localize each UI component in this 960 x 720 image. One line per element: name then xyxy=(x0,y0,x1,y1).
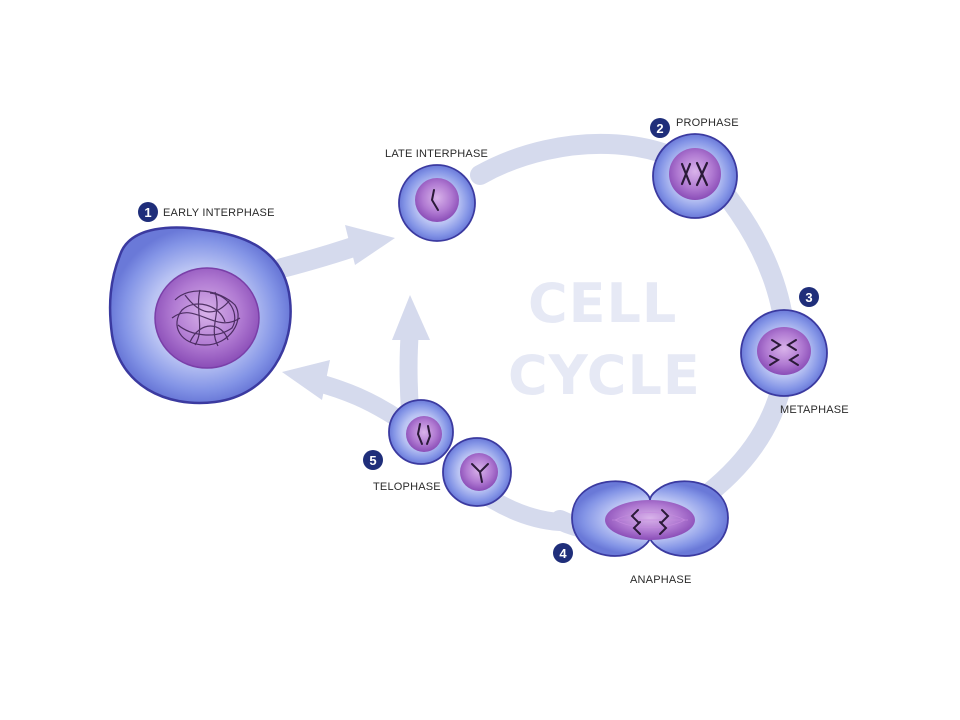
arrow-to-early-interphase xyxy=(282,360,409,429)
badge-1-number: 1 xyxy=(144,205,151,220)
cycle-arc xyxy=(470,133,796,541)
badge-5-number: 5 xyxy=(369,453,376,468)
badge-stage-4: 4 xyxy=(553,543,573,563)
label-late-interphase: LATE INTERPHASE xyxy=(385,148,488,160)
label-anaphase: ANAPHASE xyxy=(630,574,692,586)
cycle-ring xyxy=(470,133,796,541)
arrow-up-from-telophase xyxy=(392,295,430,419)
cell-early-interphase xyxy=(108,226,292,405)
badge-2-number: 2 xyxy=(656,121,663,136)
badge-stage-5: 5 xyxy=(363,450,383,470)
chromatin-tangle xyxy=(171,289,241,347)
label-early-interphase: EARLY INTERPHASE xyxy=(163,207,275,219)
cell-prophase xyxy=(652,133,738,219)
cell-telophase-b xyxy=(442,437,512,507)
cell-late-interphase xyxy=(398,164,476,242)
label-metaphase: METAPHASE xyxy=(780,404,849,416)
title-line-2: CYCLE xyxy=(508,344,701,407)
label-telophase: TELOPHASE xyxy=(373,481,441,493)
badge-3-number: 3 xyxy=(805,290,812,305)
cell-anaphase xyxy=(571,480,729,557)
title-line-1: CELL xyxy=(528,272,677,335)
arrow-to-late-interphase xyxy=(272,225,395,278)
badge-stage-3: 3 xyxy=(799,287,819,307)
badge-stage-1: 1 xyxy=(138,202,158,222)
label-prophase: PROPHASE xyxy=(676,117,739,129)
cell-telophase-a xyxy=(388,399,454,465)
badge-4-number: 4 xyxy=(559,546,567,561)
badge-stage-2: 2 xyxy=(650,118,670,138)
cell-metaphase xyxy=(740,309,828,397)
